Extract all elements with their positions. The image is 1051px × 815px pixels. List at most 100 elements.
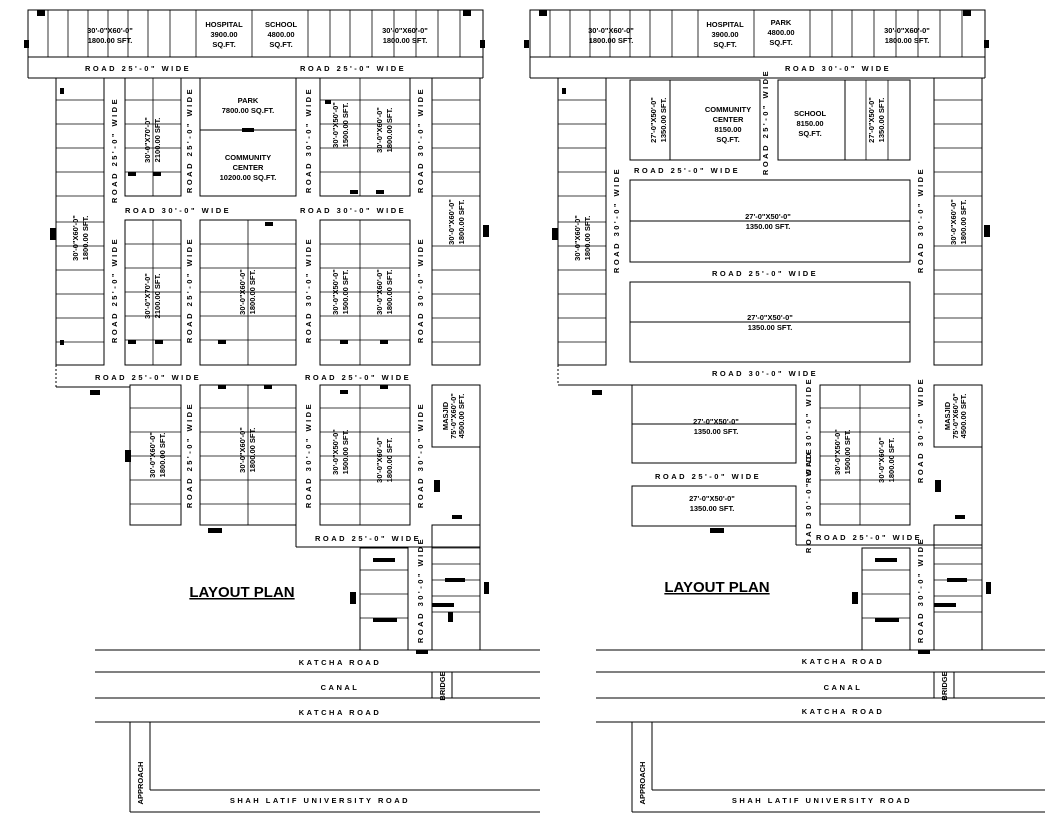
plot-label: 30'-0"X60'-0" [375,269,384,315]
katcha-road-label: KATCHA ROAD [299,658,382,667]
road-label: ROAD 25'-0" WIDE [110,237,119,343]
plot-area: 2100.00 SFT. [153,118,162,163]
approach-label: APPROACH [638,762,647,805]
community-unit: SQ.FT. [716,135,739,144]
road-label: ROAD 30'-0" WIDE [916,537,925,643]
plot-label: 30'-0"X60'-0" [573,215,582,261]
road-label: ROAD 30'-0" WIDE [300,206,406,215]
katcha-road-label: KATCHA ROAD [802,657,885,666]
road-label: ROAD 30'-0" WIDE [916,377,925,483]
plot-area: 1500.00 SFT. [843,430,852,475]
road-label: ROAD 30'-0" WIDE [785,64,891,73]
road-label: ROAD 30'-0" WIDE [804,377,813,483]
plot-area: 1350.00 SFT. [694,427,739,436]
plot-label: 30'-0"X60'-0" [588,26,634,35]
school-unit: SQ.FT. [798,129,821,138]
plot-label: 27'-0"X50'-0" [867,97,876,143]
plot-area: 1350.00 SFT. [746,222,791,231]
plot-label: 30'-0"X60'-0" [382,26,428,35]
plot-label: 30'-0"X60'-0" [877,437,886,483]
school-area: 8150.00 [796,119,823,128]
hospital-label: HOSPITAL [706,20,744,29]
plot-area: 1350.00 SFT. [748,323,793,332]
masjid-area: 4500.00 SFT. [457,394,466,439]
plot-label: 27'-0"X50'-0" [693,417,739,426]
plot-label: 30'-0"X60'-0" [71,215,80,261]
plot-label: 30'-0"X60'-0" [447,199,456,245]
road-label: ROAD 30'-0" WIDE [125,206,231,215]
road-label: ROAD 30'-0" WIDE [304,402,313,508]
road-label: ROAD 30'-0" WIDE [416,537,425,643]
road-label: ROAD 30'-0" WIDE [612,167,621,273]
plot-label: 30'-0"X50'-0" [331,102,340,148]
plot-area: 1800.00 SFT. [589,36,634,45]
plot-area: 1800.00 SFT. [385,270,394,315]
canal-label: CANAL [824,683,863,692]
hospital-unit: SQ.FT. [212,40,235,49]
plot-label: 27'-0"X50'-0" [745,212,791,221]
canal-label: CANAL [321,683,360,692]
plot-area: 1800.00 SFT. [383,36,428,45]
plot-area: 1800.00 SFT. [385,438,394,483]
masjid-area: 4500.00 SFT. [959,394,968,439]
community-label: COMMUNITY [225,153,271,162]
left-plan-labels: 30'-0"X60'-0" 1800.00 SFT. HOSPITAL 3900… [71,20,466,805]
community-area: 10200.00 SQ.FT. [220,173,277,182]
road-label: ROAD 30'-0" WIDE [916,167,925,273]
park-label: PARK [238,96,259,105]
plot-area: 1350.00 SFT. [659,98,668,143]
park-area: 7800.00 SQ.FT. [222,106,275,115]
school-unit: SQ.FT. [269,40,292,49]
road-label: ROAD 25'-0" WIDE [655,472,761,481]
plot-area: 1800.00 SFT. [885,36,930,45]
road-label: ROAD 25'-0" WIDE [95,373,201,382]
plot-area: 1500.00 SFT. [341,430,350,475]
marker-ticks [24,10,991,654]
hospital-area: 3900.00 [711,30,738,39]
hospital-label: HOSPITAL [205,20,243,29]
plot-label: 27'-0"X50'-0" [747,313,793,322]
plot-area: 2100.00 SFT. [153,274,162,319]
plot-label: 30'-0"X50'-0" [331,269,340,315]
road-label: ROAD 30'-0" WIDE [304,87,313,193]
left-plan [27,9,540,813]
university-road-label: SHAH LATIF UNIVERSITY ROAD [732,796,912,805]
school-area: 4800.00 [267,30,294,39]
road-label: ROAD 25'-0" WIDE [712,269,818,278]
school-label: SCHOOL [794,109,827,118]
layout-plan-title: LAYOUT PLAN [664,579,769,596]
school-label: SCHOOL [265,20,298,29]
road-label: ROAD 30'-0" WIDE [416,87,425,193]
plot-label: 30'-0"X50'-0" [331,429,340,475]
hospital-unit: SQ.FT. [713,40,736,49]
plot-area: 1800.00 SFT. [959,200,968,245]
community-label-2: CENTER [713,115,744,124]
park-label: PARK [771,18,792,27]
plot-label: 30'-0"X60'-0" [375,437,384,483]
plot-label: 30'-0"X60'-0" [238,427,247,473]
university-road-label: SHAH LATIF UNIVERSITY ROAD [230,796,410,805]
road-label: ROAD 25'-0" WIDE [315,534,421,543]
plot-label: 30'-0"X70'-0" [143,273,152,319]
road-label: ROAD 30'-0" WIDE [416,237,425,343]
road-label: ROAD 25'-0" WIDE [300,64,406,73]
plot-area: 1500.00 SFT. [341,270,350,315]
right-plan-labels: 30'-0"X60'-0" 1800.00 SFT. HOSPITAL 3900… [573,18,968,805]
community-area: 8150.00 [714,125,741,134]
plot-label: 27'-0"X50'-0" [689,494,735,503]
park-area: 4800.00 [767,28,794,37]
plot-label: 30'-0"X60'-0" [949,199,958,245]
katcha-road-label: KATCHA ROAD [299,708,382,717]
road-label: ROAD 25'-0" WIDE [305,373,411,382]
layout-plan-title: LAYOUT PLAN [189,584,294,601]
masjid-label: MASJID [441,401,450,430]
plot-label: 30'-0"X60'-0" [148,432,157,478]
road-label: ROAD 25'-0" WIDE [85,64,191,73]
road-label: ROAD 30'-0" WIDE [804,447,813,553]
plot-area: 1800.00 SFT. [248,428,257,473]
road-label: ROAD 30'-0" WIDE [416,402,425,508]
road-label: ROAD 25'-0" WIDE [761,69,770,175]
plot-area: 1800.00 SFT. [887,438,896,483]
plot-area: 1800.00 SFT. [457,200,466,245]
road-label: ROAD 25'-0" WIDE [816,533,922,542]
